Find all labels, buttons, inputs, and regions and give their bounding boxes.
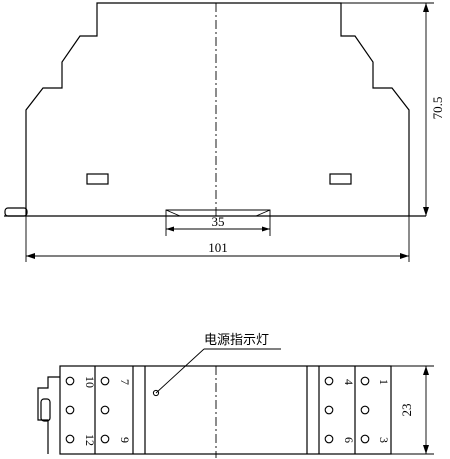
terminal-1: 1 bbox=[377, 379, 391, 385]
rail-clip bbox=[165, 209, 271, 217]
latch-slot bbox=[40, 398, 51, 422]
front-view: 10 12 7 9 4 6 1 3 电源指示灯 23 bbox=[37, 333, 434, 458]
terminal-4: 4 bbox=[342, 379, 356, 385]
terminal-3: 3 bbox=[377, 437, 391, 443]
leader-line bbox=[155, 348, 205, 394]
dim-front-height: 23 bbox=[391, 365, 434, 455]
terminal-10: 10 bbox=[83, 376, 97, 388]
dim-70-5-label: 70.5 bbox=[430, 97, 445, 120]
latch-tab bbox=[4, 207, 28, 217]
terminal-9: 9 bbox=[118, 437, 132, 443]
terminal-12: 12 bbox=[83, 434, 97, 446]
dim-35-label: 35 bbox=[212, 214, 225, 229]
dim-height: 70.5 bbox=[341, 2, 445, 216]
dim-23-label: 23 bbox=[399, 404, 414, 417]
front-body bbox=[59, 365, 392, 455]
terminal-7: 7 bbox=[118, 379, 132, 385]
dim-rail-width: 35 bbox=[165, 214, 271, 236]
side-view: 35 101 70.5 bbox=[4, 2, 445, 262]
front-latch bbox=[37, 376, 60, 454]
power-indicator-label: 电源指示灯 bbox=[204, 333, 269, 348]
right-slot bbox=[329, 173, 352, 185]
housing-outline bbox=[25, 2, 410, 216]
dim-total-width: 101 bbox=[25, 216, 410, 262]
left-slot bbox=[86, 173, 109, 185]
dim-101-label: 101 bbox=[208, 240, 228, 255]
terminal-6: 6 bbox=[342, 437, 356, 443]
